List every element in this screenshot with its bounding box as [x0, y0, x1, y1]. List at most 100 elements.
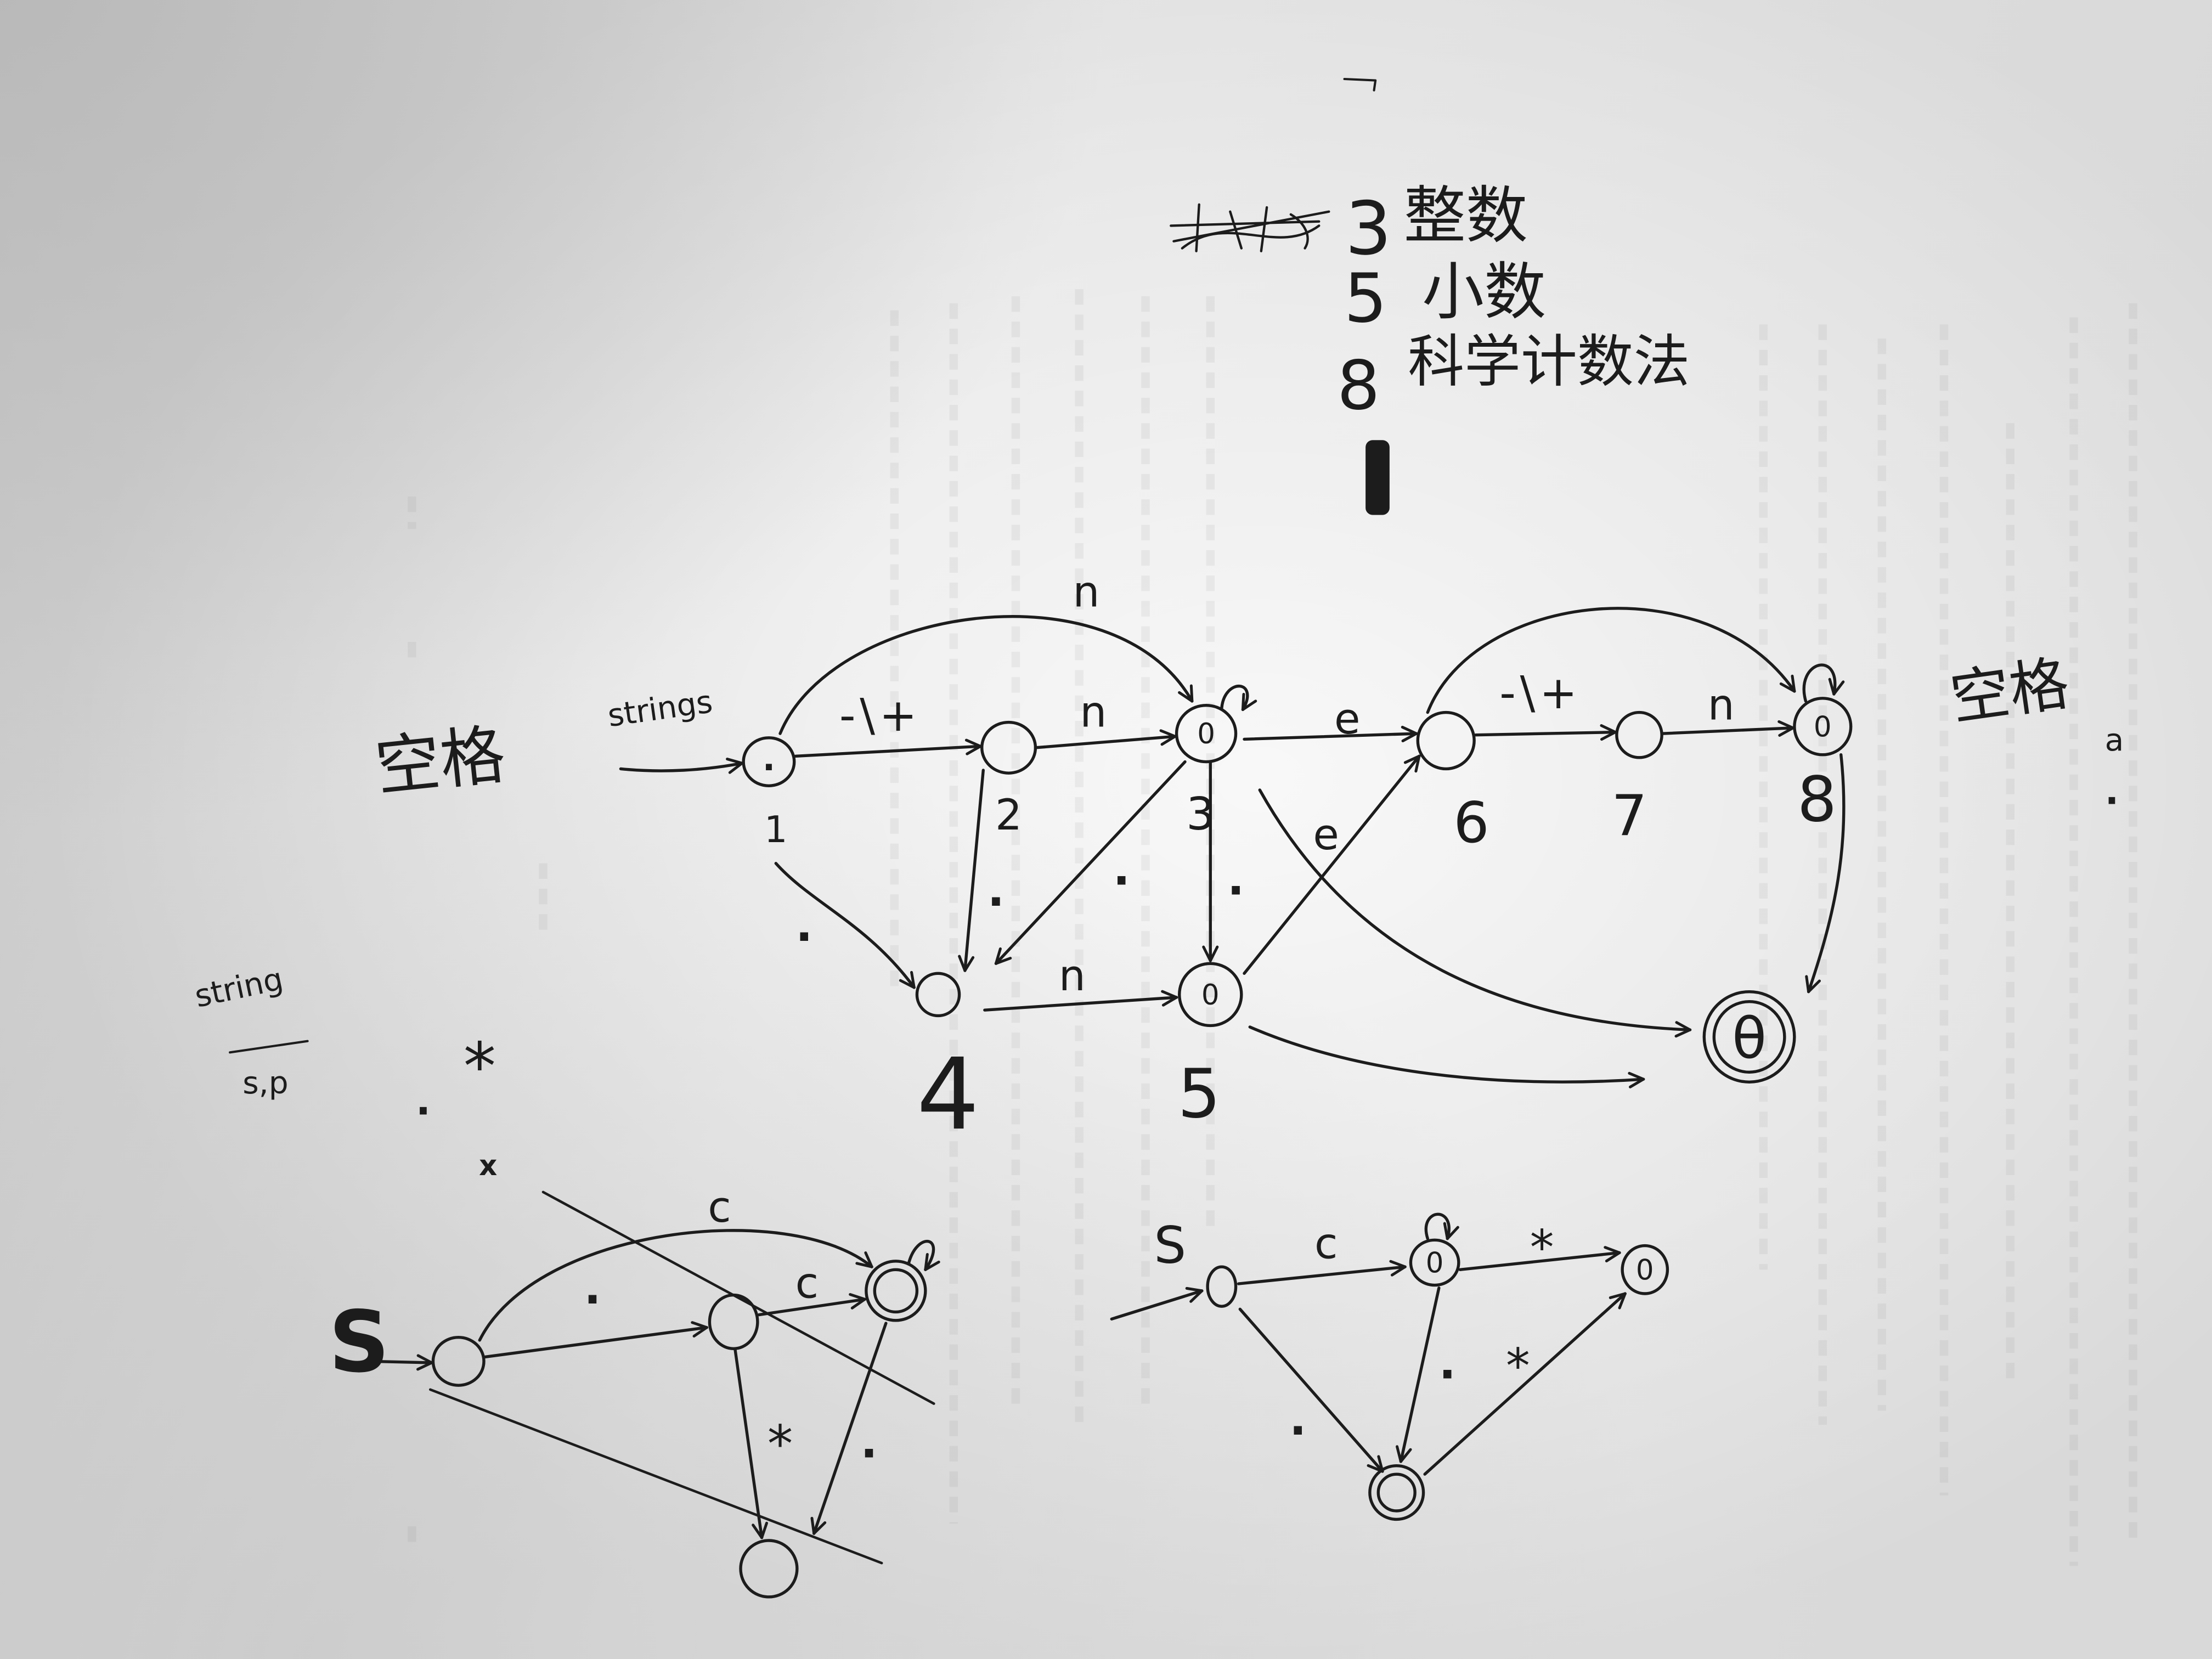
edge-2-to-4-label: . — [988, 865, 1005, 917]
draft-start-symbol: S — [329, 1293, 390, 1391]
start-arrow — [619, 758, 744, 774]
comment-edge-d-to-b — [1423, 1292, 1627, 1476]
legend-number-integer: 3 — [1345, 186, 1392, 272]
draft-state-accept-outer — [865, 1260, 927, 1322]
edge-3-to-6 — [1243, 725, 1418, 743]
draft-edge-accept-to-bottom — [810, 1322, 888, 1535]
draft-edge-start-to-accept-arc — [478, 1229, 873, 1342]
state-3-inner: 0 — [1197, 718, 1215, 751]
draft-edge-mid-to-bottom-label: * — [768, 1414, 793, 1474]
edge-6-to-8-arc — [1426, 607, 1796, 714]
draft-accept-self-loop — [907, 1240, 940, 1271]
crossed-out-scribble — [1170, 203, 1330, 252]
state-4-number: 4 — [917, 1037, 980, 1152]
state-1-inner: . — [763, 739, 775, 778]
state-1-number: 1 — [764, 808, 788, 851]
comment-edge-s-to-a — [1237, 1260, 1407, 1285]
comment-edge-d-to-b-label: * — [1506, 1338, 1530, 1394]
comment-state-a-self-loop — [1424, 1212, 1459, 1240]
edge-3-to-5-label: . — [1227, 853, 1244, 905]
ink-blot — [1365, 440, 1390, 515]
comment-edge-s-to-d-label: . — [1289, 1393, 1306, 1446]
corner-tick-mark — [1343, 77, 1377, 92]
edge-3-to-4-label: . — [1113, 843, 1130, 895]
legend-number-decimal: 5 — [1344, 259, 1387, 338]
comment-state-s — [1206, 1265, 1238, 1308]
edge-4-to-5-label: n — [1059, 951, 1086, 1001]
dot-note: . — [416, 1077, 431, 1124]
edge-3-to-6-label: e — [1334, 695, 1360, 744]
comment-edge-s-to-a-label: c — [1314, 1220, 1338, 1269]
comment-edge-a-to-d — [1396, 1286, 1441, 1463]
state-5 — [1178, 962, 1243, 1028]
edge-1-to-4 — [774, 862, 916, 989]
comment-edge-s-to-d — [1238, 1307, 1384, 1473]
final-state-outer — [1702, 990, 1796, 1084]
strike-line-lower — [428, 1388, 883, 1565]
state-3 — [1175, 704, 1238, 764]
state-8 — [1793, 697, 1853, 757]
comment-state-d-inner — [1376, 1472, 1417, 1513]
comment-edge-a-to-b-label: * — [1530, 1220, 1554, 1276]
state-2-number: 2 — [995, 791, 1022, 840]
state-5-inner: 0 — [1201, 979, 1220, 1012]
edge-6-to-7-label: -\+ — [1499, 667, 1581, 719]
draft-edge-mid-to-bottom — [733, 1347, 768, 1539]
edge-1-to-3-arc — [778, 615, 1194, 735]
edge-6-to-7 — [1474, 724, 1617, 741]
state-5-number: 5 — [1177, 1055, 1221, 1134]
legend-number-scientific: 8 — [1337, 347, 1380, 426]
state-3-self-loop — [1220, 684, 1257, 712]
edge-4-to-5 — [983, 990, 1178, 1012]
string-note-underline — [229, 1040, 309, 1054]
star-note: * — [464, 1029, 496, 1104]
final-state-symbol: θ — [1732, 1007, 1767, 1072]
edge-1-to-3-label: n — [1073, 568, 1100, 617]
right-note-a: a — [2105, 722, 2124, 758]
edge-7-to-8 — [1660, 720, 1795, 737]
comment-draft-automaton: S . c c * . — [329, 1183, 940, 1599]
draft-state-bottom — [739, 1539, 799, 1599]
comment-start-arrow — [1110, 1286, 1204, 1321]
state-6-number: 6 — [1453, 791, 1489, 856]
comment-state-d-outer — [1368, 1464, 1425, 1521]
comment-state-a — [1409, 1238, 1460, 1287]
edge-5-to-6-label: e — [1313, 810, 1339, 860]
state-8-inner: 0 — [1814, 710, 1832, 743]
legend-note: 3 整数 5 小数 8 科学计数法 — [1170, 77, 1690, 515]
left-note-space: 空格 — [372, 716, 509, 805]
draft-edge-accept-to-bottom-label: . — [860, 1416, 877, 1468]
edge-7-to-8-label: n — [1708, 680, 1735, 730]
state-8-self-loop — [1802, 663, 1845, 703]
state-8-number: 8 — [1797, 764, 1837, 836]
legend-meaning-decimal: 小数 — [1422, 256, 1546, 328]
draft-edge-start-to-mid — [482, 1321, 708, 1359]
draft-edge-start-to-accept-label: c — [708, 1183, 731, 1232]
number-automaton: 空格 strings . 1 2 0 3 4 0 5 6 7 0 8 θ -\+ — [372, 568, 2124, 1152]
edge-2-to-4 — [958, 769, 985, 972]
legend-meaning-scientific: 科学计数法 — [1408, 329, 1690, 394]
state-1 — [742, 736, 796, 787]
state-4 — [915, 972, 961, 1018]
draft-state-accept-inner — [873, 1268, 919, 1314]
final-state-inner-ring — [1712, 1000, 1786, 1074]
comment-automaton: S 0 0 c * . . * — [1110, 1212, 1669, 1521]
right-note-dot: . — [2105, 770, 2119, 813]
string-note-sub: s,p — [242, 1065, 288, 1101]
edge-1-to-2 — [794, 738, 982, 758]
state-7-number: 7 — [1611, 783, 1647, 849]
comment-state-a-inner: 0 — [1426, 1246, 1444, 1279]
comment-edge-a-to-b — [1458, 1246, 1621, 1271]
state-6 — [1416, 710, 1476, 771]
comment-edge-a-to-d-label: . — [1439, 1337, 1456, 1389]
draft-state-start — [431, 1336, 486, 1387]
edge-3-to-4 — [994, 760, 1187, 965]
edge-5-to-final — [1248, 1025, 1645, 1088]
comment-start-symbol: S — [1154, 1215, 1186, 1274]
strike-line-upper — [541, 1190, 935, 1405]
draft-edge-start-to-mid-label: . — [584, 1262, 601, 1314]
edge-1-to-4-label: . — [795, 900, 812, 952]
edge-2-to-3-label: n — [1080, 687, 1107, 737]
edge-2-to-3 — [1034, 729, 1177, 749]
bleed-through-text — [408, 289, 2137, 1566]
